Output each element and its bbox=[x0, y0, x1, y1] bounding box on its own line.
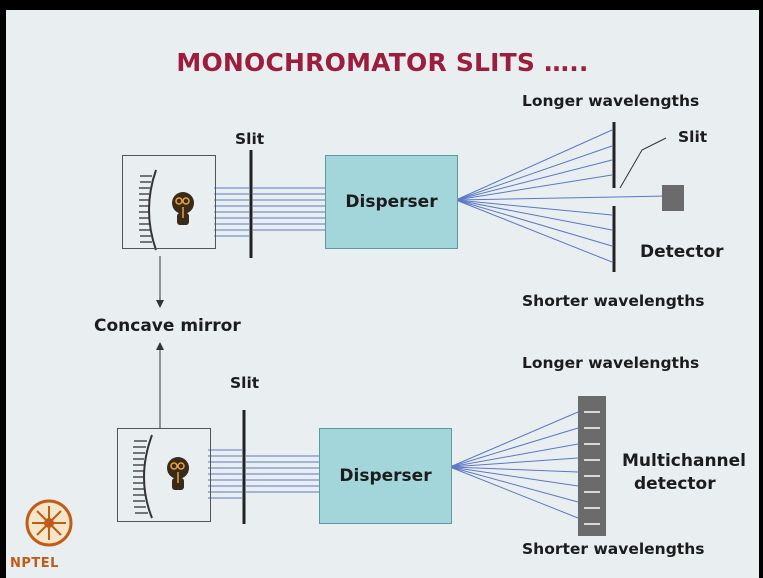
nptel-logo-icon bbox=[25, 499, 73, 547]
slide: MONOCHROMATOR SLITS ….. Disperser Slit L… bbox=[6, 10, 759, 578]
mirror-hatch-top bbox=[139, 175, 152, 243]
source-box-top bbox=[122, 155, 216, 249]
beam-bottom-2 bbox=[246, 455, 320, 493]
slit-label-top: Slit bbox=[235, 130, 265, 148]
beam-top-1 bbox=[214, 187, 249, 237]
disperser-top: Disperser bbox=[325, 155, 458, 249]
longer-wavelengths-label-bottom: Longer wavelengths bbox=[522, 354, 700, 372]
detector-channels bbox=[584, 411, 600, 525]
dispersed-rays-top bbox=[455, 129, 667, 263]
beam-top-2 bbox=[253, 187, 326, 231]
beam-bottom-1 bbox=[208, 449, 242, 499]
exit-slit-pointer bbox=[619, 137, 667, 189]
concave-mirror-top bbox=[148, 169, 157, 251]
multichannel-label: Multichannel bbox=[622, 451, 747, 471]
detector-block bbox=[662, 185, 684, 211]
nptel-logo-text: NPTEL bbox=[10, 556, 59, 571]
source-box-bottom bbox=[117, 428, 211, 522]
exit-slit-label: Slit bbox=[678, 128, 708, 146]
arrowhead-down bbox=[156, 300, 164, 308]
disperser-bottom: Disperser bbox=[319, 428, 452, 524]
dispersed-rays-bottom bbox=[449, 411, 579, 519]
arrowhead-up bbox=[156, 342, 164, 350]
concave-mirror-label: Concave mirror bbox=[94, 316, 241, 336]
shorter-wavelengths-label-top: Shorter wavelengths bbox=[522, 292, 705, 310]
detector-label-bottom: detector bbox=[634, 474, 716, 494]
diagram-lines bbox=[133, 122, 684, 536]
detector-label: Detector bbox=[640, 242, 724, 262]
slide-title: MONOCHROMATOR SLITS ….. bbox=[176, 48, 589, 77]
mirror-hatch-bottom bbox=[133, 440, 148, 514]
lamp-icon-top bbox=[172, 192, 194, 225]
lamp-icon-bottom bbox=[167, 457, 189, 490]
longer-wavelengths-label-top: Longer wavelengths bbox=[522, 92, 700, 110]
multichannel-detector bbox=[578, 396, 606, 536]
slit-label-bottom: Slit bbox=[230, 374, 260, 392]
shorter-wavelengths-label-bottom: Shorter wavelengths bbox=[522, 540, 705, 558]
